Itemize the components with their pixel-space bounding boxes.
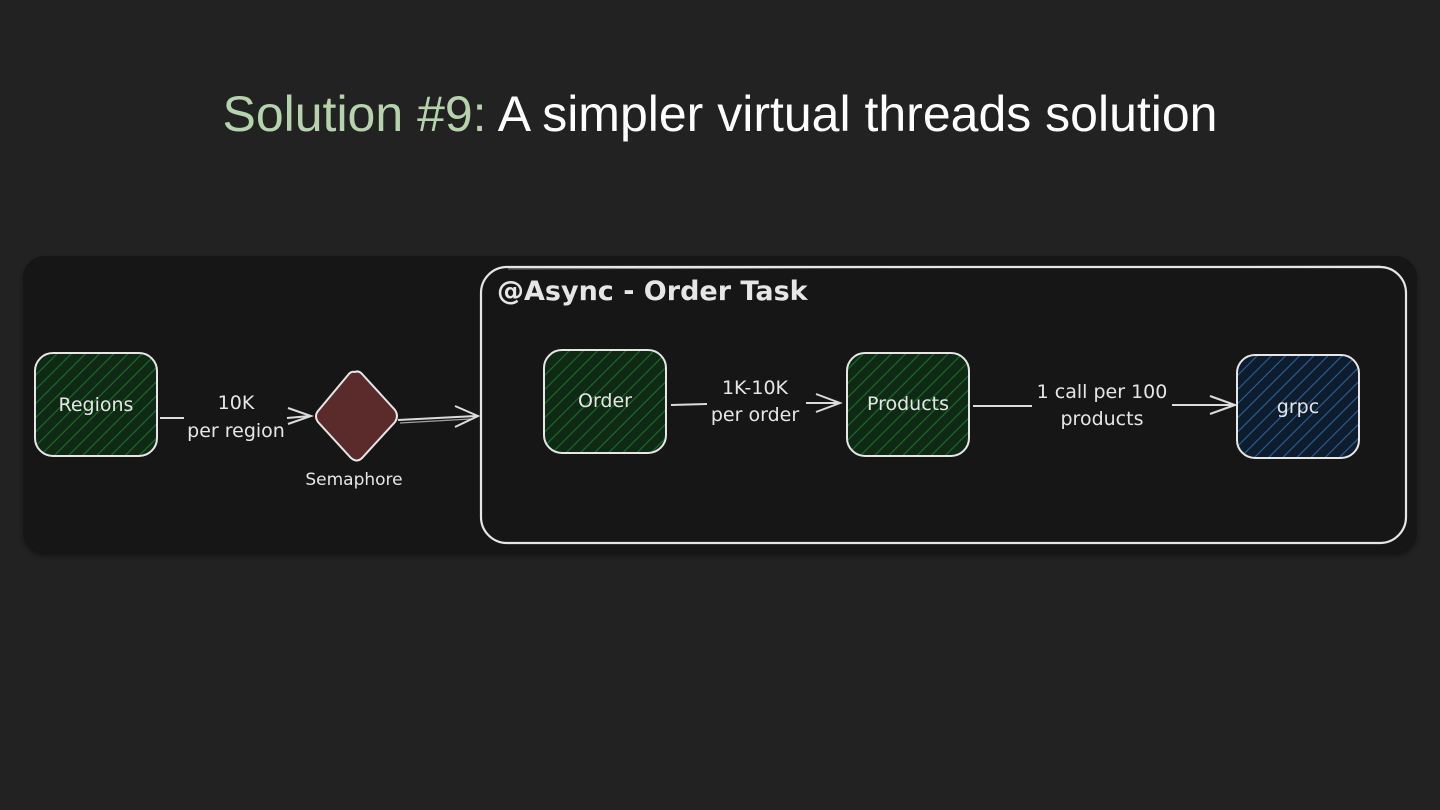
order-edge-label-line1: 1K-10K [722, 377, 789, 399]
grpc-node-label: grpc [1277, 396, 1319, 418]
order-to-products-line-a [670, 403, 708, 406]
grpc-node [1236, 354, 1360, 459]
regions-node-label: Regions [59, 394, 134, 416]
products-node [846, 352, 970, 457]
title-accent: Solution #9: [222, 86, 487, 142]
regions-edge-label-line1: 10K [218, 392, 255, 414]
products-edge-label-line1: 1 call per 100 [1037, 381, 1168, 403]
semaphore-to-group-line-sketch [399, 418, 471, 424]
regions-to-semaphore-arrowhead [287, 407, 315, 425]
semaphore-to-group-line [397, 415, 477, 421]
async-task-group-sketch [507, 265, 1381, 270]
semaphore-node [315, 370, 398, 462]
diagram-panel [23, 256, 1417, 553]
regions-edge-label-line2: per region [187, 420, 285, 442]
regions-node [34, 352, 158, 457]
products-to-grpc-arrowhead [1209, 395, 1238, 415]
async-task-group-label: @Async - Order Task [497, 276, 809, 307]
order-to-products-arrowhead [815, 393, 843, 413]
regions-to-semaphore-line-b [286, 415, 311, 419]
order-node [543, 349, 667, 454]
async-task-group [479, 265, 1408, 545]
order-edge-label-line2: per order [711, 404, 799, 426]
products-node-label: Products [867, 393, 949, 415]
products-edge-label-line2: products [1061, 408, 1144, 430]
semaphore-node-label: Semaphore [305, 470, 402, 490]
title-rest: A simpler virtual threads solution [486, 86, 1218, 142]
order-node-label: Order [578, 390, 632, 412]
slide-title: Solution #9: A simpler virtual threads s… [0, 84, 1440, 144]
semaphore-to-group-arrowhead [454, 405, 481, 428]
